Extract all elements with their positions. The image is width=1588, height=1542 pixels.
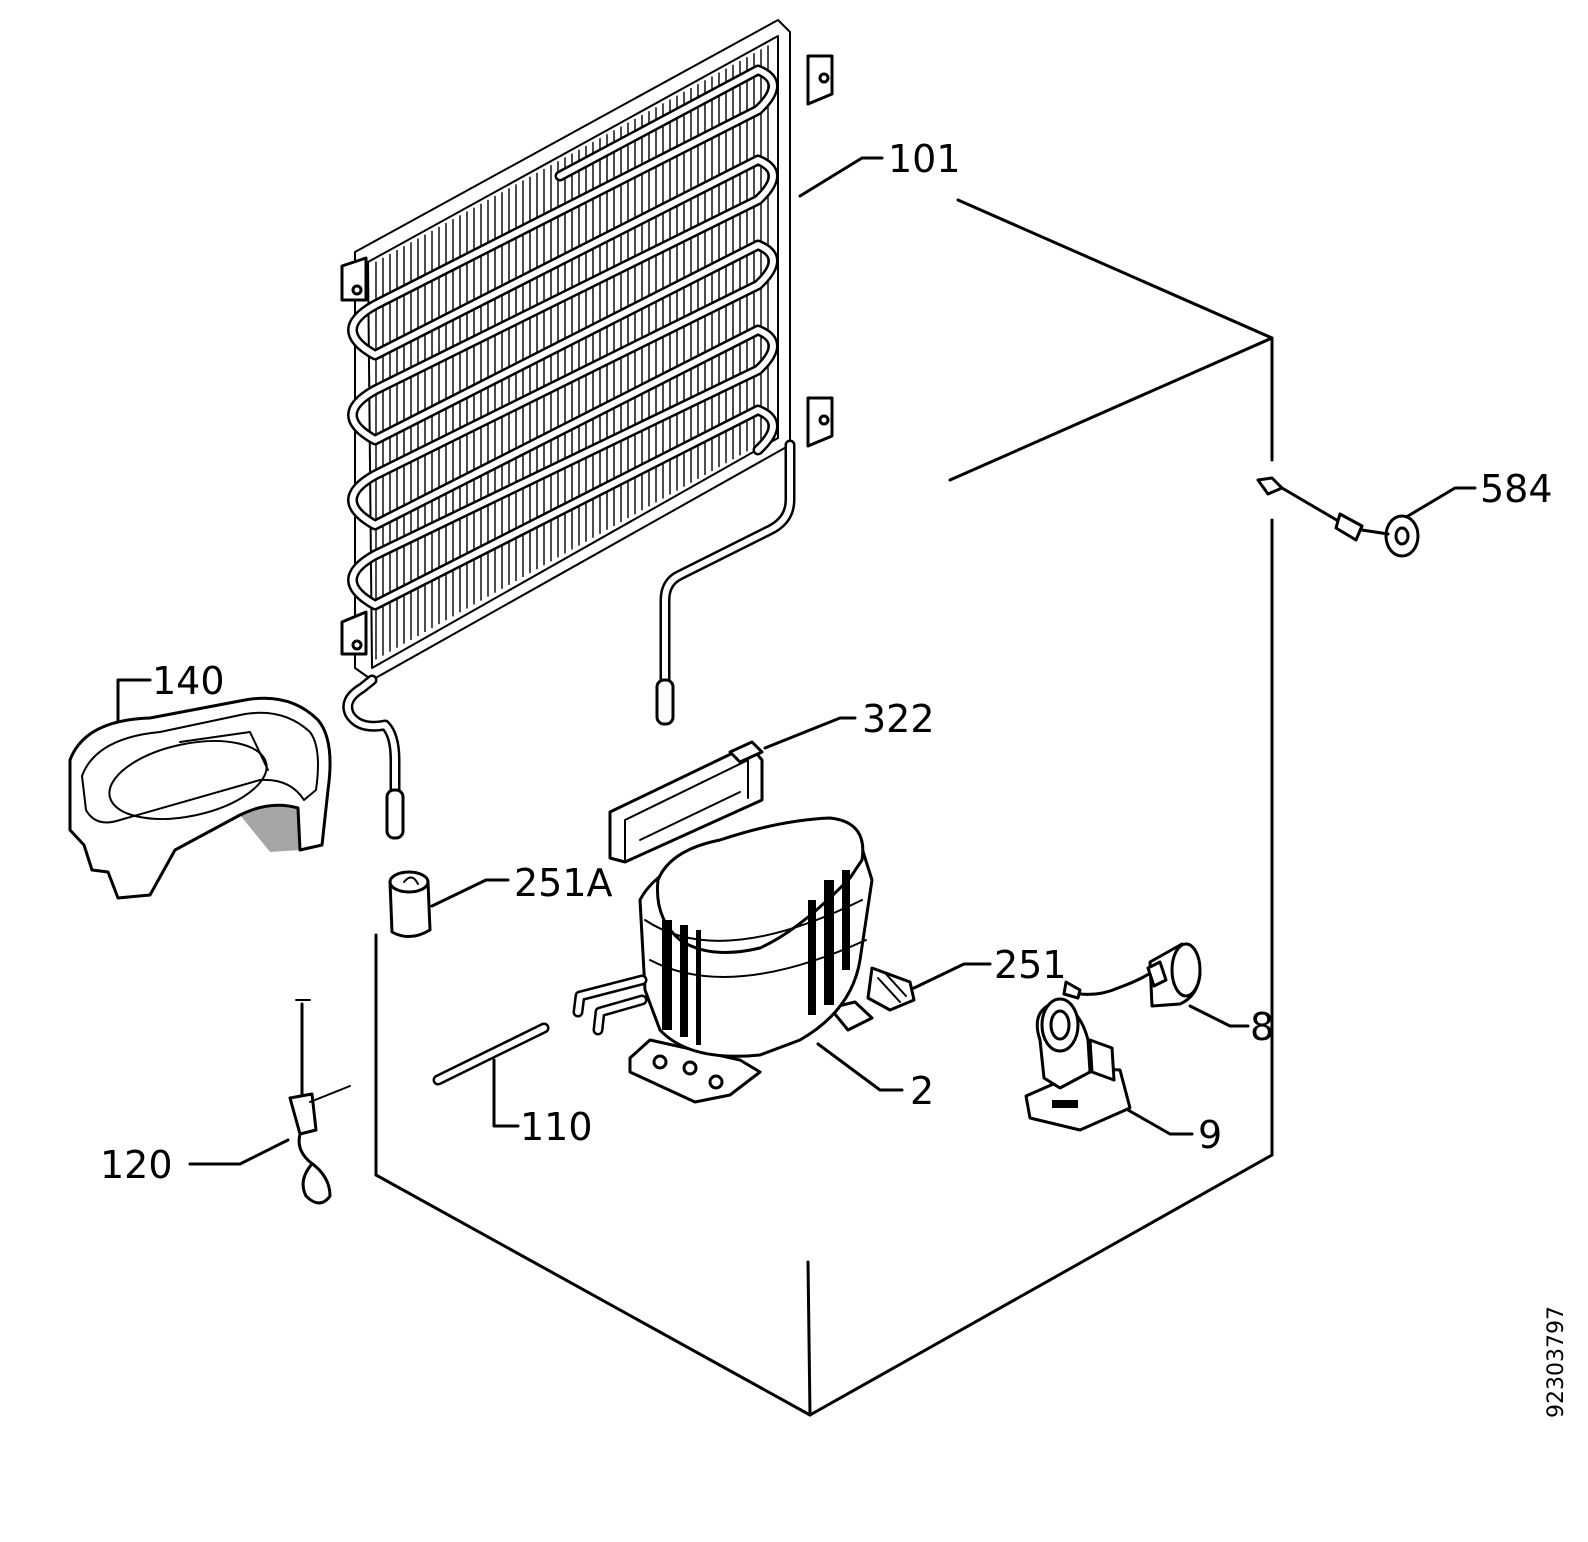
label-101: 101	[888, 137, 961, 181]
label-584: 584	[1480, 467, 1553, 511]
capillary-part-120	[188, 999, 351, 1205]
drawing-code: 92303797	[1544, 1306, 1569, 1418]
tube-part-110	[432, 1022, 550, 1128]
condenser-bracket	[340, 54, 834, 656]
label-251A: 251A	[514, 861, 613, 905]
label-322: 322	[862, 697, 935, 741]
starter-relay-part-9	[1024, 997, 1194, 1136]
protector-part-8	[1062, 942, 1250, 1028]
label-140: 140	[152, 659, 225, 703]
grommet-part-251A	[388, 870, 510, 938]
cabinet-outline	[374, 198, 1274, 1417]
condenser-part-101	[340, 19, 884, 840]
bracket-part-322	[608, 716, 857, 864]
label-9: 9	[1198, 1113, 1222, 1157]
compressor-part-2	[572, 816, 916, 1104]
label-120: 120	[100, 1143, 173, 1187]
label-2: 2	[910, 1069, 934, 1113]
drip-tray-part-140	[68, 678, 332, 900]
sensor-part-584	[1256, 476, 1477, 558]
leader-251	[912, 962, 992, 990]
condenser-fins	[375, 45, 769, 660]
label-110: 110	[520, 1105, 593, 1149]
compressor-shading	[662, 870, 850, 1045]
label-8: 8	[1250, 1005, 1274, 1049]
label-251: 251	[994, 943, 1067, 987]
